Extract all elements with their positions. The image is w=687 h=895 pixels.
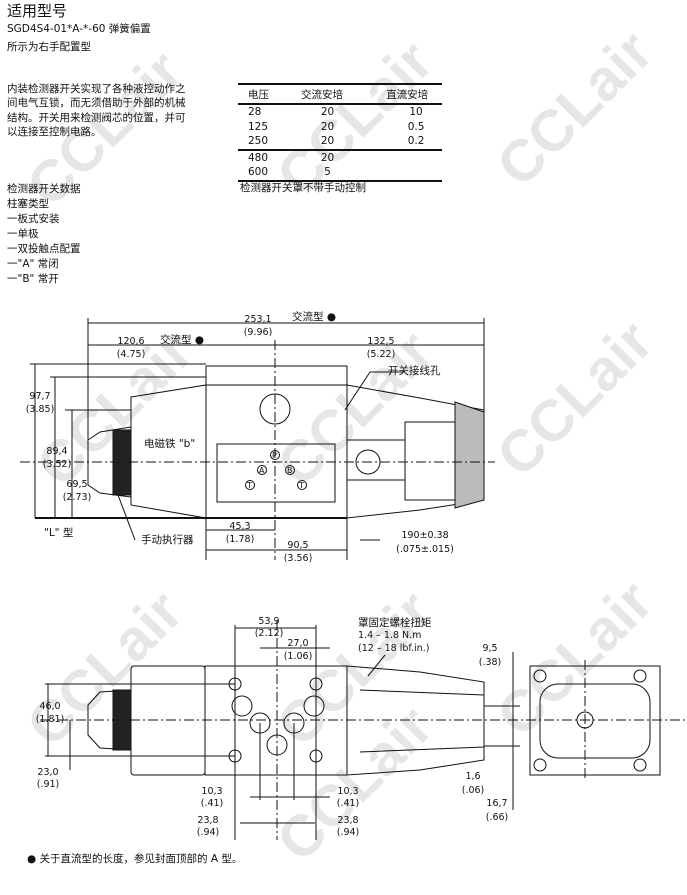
table-row: 28 20 10 — [238, 104, 442, 120]
cell: 0.2 — [407, 135, 425, 147]
dimension-label: (.075±.015) — [396, 544, 454, 555]
column-header: 交流安培 — [274, 83, 357, 105]
cell — [356, 165, 442, 182]
switch-data-item: 一单极 — [7, 228, 39, 240]
side-view-drawing: P A B T T — [20, 318, 495, 560]
port-label: T — [246, 481, 252, 490]
callout-label: 开关接线孔 — [388, 365, 441, 377]
dimension-label: (.91) — [36, 779, 60, 790]
footnote: ● 关于直流型的长度，参见封面顶部的 A 型。 — [27, 853, 243, 865]
dimension-label: (1.81) — [35, 714, 65, 725]
column-header: 电压 — [238, 83, 275, 105]
description-line: 间电气互锁，而无须借助于外部的机械 — [7, 97, 186, 109]
column-header: 直流安培 — [356, 83, 442, 105]
model-code: SGD4S4-01*A-*-60 弹簧偏置 — [7, 23, 151, 35]
dimension-label: 89,4 — [46, 446, 68, 457]
table-row: 250 20 0.2 — [238, 134, 442, 150]
dimension-label: 9,5 — [482, 643, 498, 654]
dimension-label: (.06) — [461, 785, 485, 796]
cell: 10 — [409, 106, 423, 118]
dimension-label: (3.56) — [283, 553, 313, 564]
switch-data-item: 一"A" 常闭 — [7, 258, 59, 270]
table-row: 125 20 0.5 — [238, 120, 442, 135]
dimension-label: (1.06) — [283, 651, 313, 662]
switch-data-item: 一双投触点配置 — [7, 243, 81, 255]
cell: 20 — [320, 120, 335, 133]
description-line: 内装检测器开关实现了各种液控动作之 — [7, 83, 186, 95]
dimension-label: 97,7 — [29, 391, 51, 402]
port-label: A — [259, 466, 265, 475]
dimension-label: 46,0 — [39, 701, 61, 712]
dimension-label: (.66) — [485, 812, 509, 823]
dimension-label: (.38) — [478, 657, 502, 668]
page-title: 适用型号 — [7, 2, 68, 20]
cell — [356, 148, 442, 165]
dimension-label: 53,9 — [258, 616, 280, 627]
cell: 600 — [238, 165, 275, 182]
cell: 0.5 — [407, 120, 425, 133]
ac-type-label: 交流型 ● — [160, 334, 204, 346]
cell: 20 — [274, 148, 357, 165]
dimension-label: (.41) — [200, 798, 224, 809]
cell: 5 — [274, 165, 357, 182]
cell: 28 — [248, 106, 262, 118]
dimension-label: 10,3 — [201, 786, 223, 797]
torque-value: 1.4 – 1.8 N.m — [358, 630, 422, 641]
dimension-label: 253,1 — [244, 314, 272, 325]
dimension-label: (4.75) — [116, 349, 146, 360]
top-view-drawing — [40, 620, 685, 840]
dimension-label: 190±0.38 — [401, 530, 449, 541]
dimension-label: 45,3 — [229, 521, 251, 532]
dimension-label: (2.73) — [62, 492, 92, 503]
dimension-label: (.94) — [336, 827, 360, 838]
dimension-label: 23,8 — [337, 815, 359, 826]
dimension-label: (5.22) — [366, 349, 396, 360]
cell: 250 — [248, 135, 269, 147]
dimension-label: (.41) — [336, 798, 360, 809]
dimension-label: 120,6 — [117, 336, 145, 347]
switch-data-title: 检测器开关数据 — [7, 183, 81, 195]
port-label: P — [272, 451, 277, 460]
callout-label: 电磁铁 "b" — [144, 438, 196, 450]
dimension-label: 23,8 — [197, 815, 219, 826]
subtitle: 所示为右手配置型 — [7, 41, 91, 53]
switch-data-item: 一"B" 常开 — [7, 273, 59, 285]
callout-label: "L" 型 — [44, 527, 74, 539]
description-line: 结构。开关用来检测阀芯的位置，并可 — [7, 112, 186, 124]
cell: 20 — [320, 135, 335, 147]
dimension-label: 10,3 — [337, 786, 359, 797]
dimension-label: 23,0 — [37, 767, 59, 778]
cell: 480 — [238, 148, 275, 165]
switch-data-item: 一板式安装 — [7, 213, 60, 225]
switch-data-item: 柱塞类型 — [7, 198, 49, 210]
table-header: 电压 交流安培 直流安培 — [238, 83, 442, 105]
dimension-label: 1,6 — [465, 771, 481, 782]
cell: 125 — [248, 120, 269, 133]
dimension-label: (9.96) — [243, 327, 273, 338]
dimension-label: 16,7 — [486, 798, 508, 809]
port-label: T — [298, 481, 304, 490]
dimension-label: 27,0 — [287, 638, 309, 649]
dimension-label: (2.12) — [254, 628, 284, 639]
dimension-label: (.94) — [196, 827, 220, 838]
dimension-label: 132,5 — [367, 336, 395, 347]
torque-value: (12 – 18 lbf.in.) — [358, 643, 430, 654]
cell: 20 — [320, 106, 335, 118]
dimension-label: (1.78) — [225, 534, 255, 545]
description-line: 以连接至控制电路。 — [7, 126, 102, 138]
dimension-label: 69,5 — [66, 479, 88, 490]
dimension-label: (3.85) — [25, 404, 55, 415]
table-note: 检测器开关罩不带手动控制 — [240, 182, 366, 194]
dimension-label: 90,5 — [287, 540, 309, 551]
callout-label: 手动执行器 — [141, 534, 194, 546]
torque-title: 罩固定螺栓扭矩 — [358, 617, 432, 629]
rating-table: 电压 交流安培 直流安培 28 20 10 125 20 0.5 250 20 0.2 48… — [238, 83, 442, 182]
port-label: B — [287, 466, 293, 475]
ac-type-label: 交流型 ● — [292, 311, 336, 323]
dimension-label: (3.52) — [42, 459, 72, 470]
